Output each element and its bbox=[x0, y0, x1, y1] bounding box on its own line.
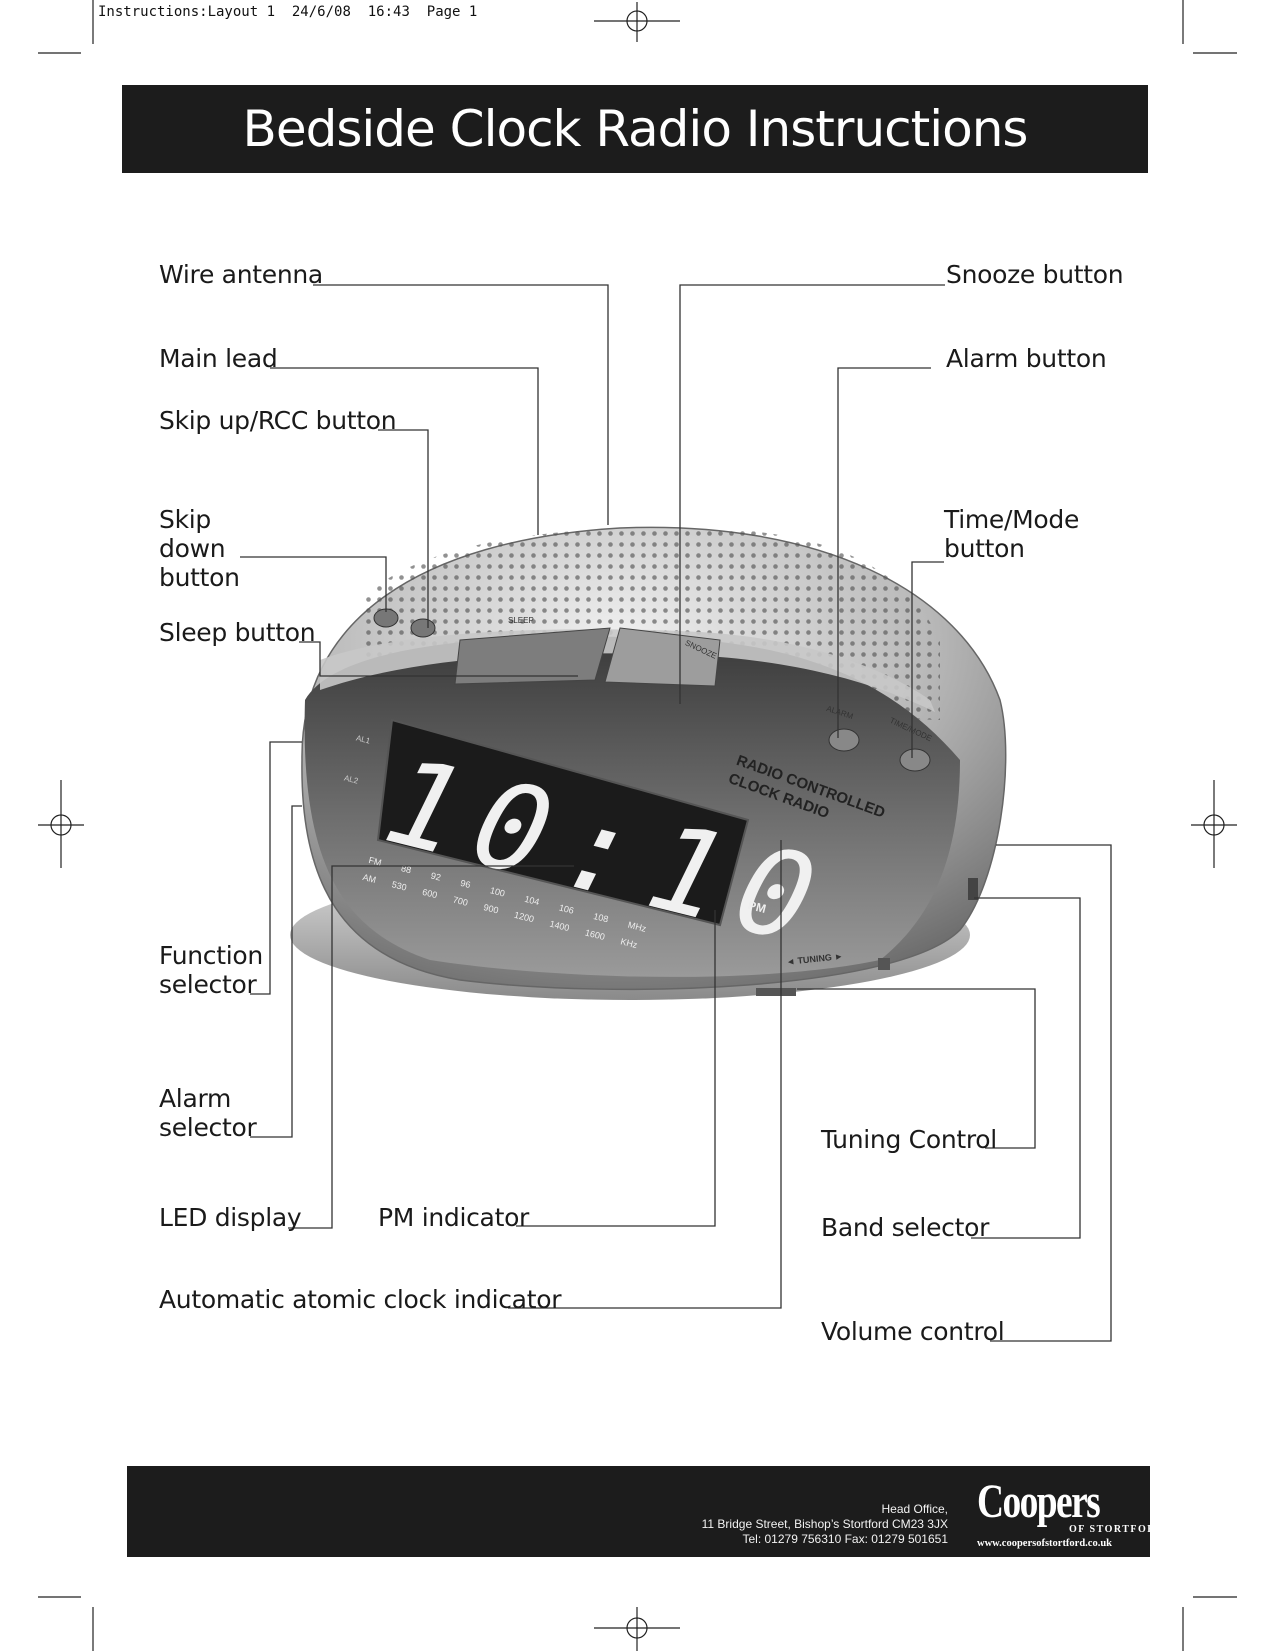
label-skip-down-line2: button bbox=[159, 563, 240, 592]
address-line: 11 Bridge Street, Bishop’s Stortford CM2… bbox=[701, 1517, 948, 1531]
label-time-mode: Time/Mode button bbox=[944, 505, 1094, 563]
label-function-line2: selector bbox=[159, 970, 257, 999]
slug-date: 24/6/08 bbox=[291, 4, 351, 20]
label-time-mode-line1: Time/Mode bbox=[944, 505, 1080, 534]
logo-wordmark: Coopers bbox=[977, 1475, 1101, 1528]
sleep-button-shape bbox=[454, 627, 611, 685]
label-sleep: Sleep button bbox=[159, 618, 316, 647]
registration-mark-right bbox=[1191, 780, 1237, 868]
label-led-display: LED display bbox=[159, 1203, 302, 1232]
label-alarm-button: Alarm button bbox=[946, 344, 1107, 373]
coopers-logo: Coopers OF STORTFORD www.coopersofstortf… bbox=[977, 1475, 1163, 1552]
label-time-mode-line2: button bbox=[944, 534, 1025, 563]
registration-mark-top bbox=[594, 2, 680, 42]
head-office-address: Head Office, 11 Bridge Street, Bishop’s … bbox=[702, 1502, 948, 1547]
label-alarm-selector: Alarm selector bbox=[159, 1084, 279, 1142]
title-bar: Bedside Clock Radio Instructions bbox=[122, 85, 1148, 173]
label-tuning-control: Tuning Control bbox=[821, 1125, 997, 1154]
led-display-window bbox=[376, 718, 750, 927]
label-function-line1: Function bbox=[159, 941, 263, 970]
label-snooze: Snooze button bbox=[946, 260, 1124, 289]
snooze-button-shape bbox=[604, 627, 721, 687]
page-title: Bedside Clock Radio Instructions bbox=[242, 100, 1029, 158]
label-alarm-selector-line2: selector bbox=[159, 1113, 257, 1142]
label-function-selector: Function selector bbox=[159, 941, 279, 999]
office-line: Head Office, bbox=[881, 1502, 948, 1516]
slug-file: Instructions:Layout 1 bbox=[98, 4, 276, 20]
phone-line: Tel: 01279 756310 Fax: 01279 501651 bbox=[742, 1532, 948, 1546]
registration-mark-left bbox=[38, 780, 84, 868]
print-slug: Instructions:Layout 1 24/6/08 16:43 Page… bbox=[98, 4, 477, 20]
logo-subtitle: OF STORTFORD bbox=[1069, 1524, 1165, 1535]
registration-mark-bottom bbox=[594, 1607, 680, 1651]
footer-bar: Head Office, 11 Bridge Street, Bishop’s … bbox=[127, 1466, 1163, 1557]
label-main-lead: Main lead bbox=[159, 344, 278, 373]
label-volume-control: Volume control bbox=[821, 1317, 1005, 1346]
label-skip-up: Skip up/RCC button bbox=[159, 406, 397, 435]
label-atomic-clock-indicator: Automatic atomic clock indicator bbox=[159, 1285, 562, 1314]
label-wire-antenna: Wire antenna bbox=[159, 260, 323, 289]
label-pm-indicator: PM indicator bbox=[378, 1203, 530, 1232]
label-skip-down-line1: Skip down bbox=[159, 505, 226, 563]
slug-time: 16:43 bbox=[367, 4, 410, 20]
label-band-selector: Band selector bbox=[821, 1213, 990, 1242]
website-link[interactable]: www.coopersofstortford.co.uk bbox=[977, 1538, 1113, 1549]
label-skip-down: Skip down button bbox=[159, 505, 279, 592]
slug-page: Page 1 bbox=[426, 4, 478, 20]
label-alarm-selector-line1: Alarm bbox=[159, 1084, 232, 1113]
